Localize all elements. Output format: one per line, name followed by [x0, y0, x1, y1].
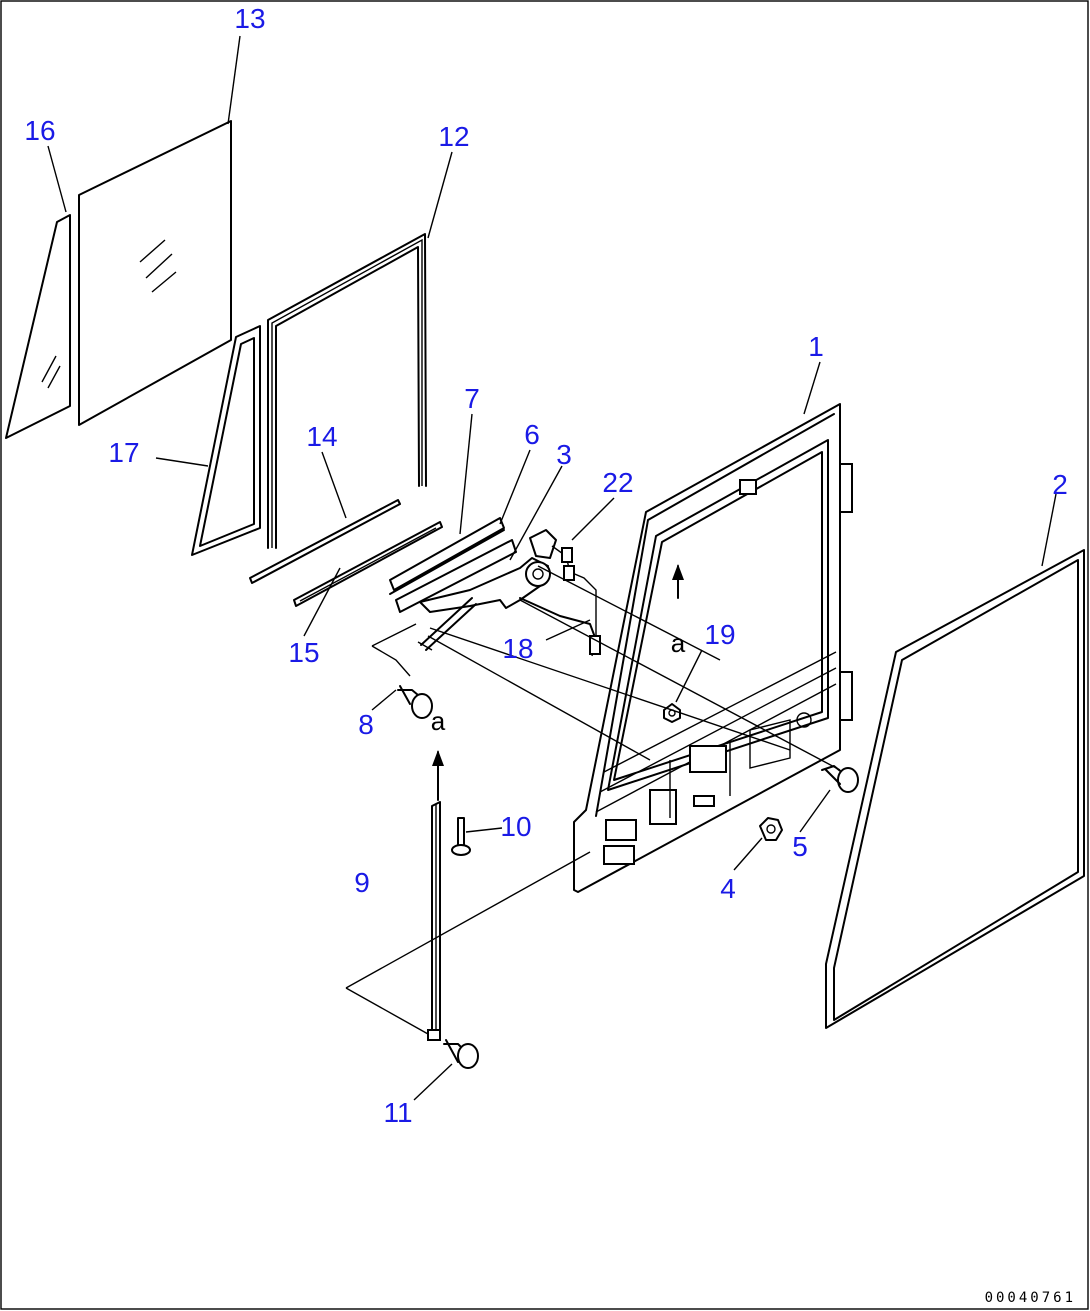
- part-13-glass-panel: [78, 120, 232, 426]
- callout-12: 12: [438, 121, 469, 152]
- assembly-lines: [345, 565, 841, 1035]
- part-18-wire: [519, 597, 601, 655]
- part-5-bolt: [821, 765, 859, 793]
- callout-11: 11: [383, 1097, 412, 1128]
- part-10-screw: [451, 817, 471, 856]
- callout-14: 14: [306, 421, 337, 452]
- leader-lines: [47, 35, 1057, 1101]
- part-8-bolt: [397, 685, 433, 719]
- part-12-channel-rubber: [267, 233, 427, 549]
- callout-1: 1: [808, 331, 824, 362]
- callout-17: 17: [108, 437, 139, 468]
- callout-8: 8: [358, 709, 374, 740]
- part-3-regulator: [417, 529, 557, 651]
- part-7-guide-rail: [389, 517, 505, 595]
- part-4-nut: [759, 817, 783, 841]
- callout-5: 5: [792, 831, 808, 862]
- callout-13: 13: [234, 3, 265, 34]
- part-6-guide-rail: [395, 539, 517, 613]
- callout-18: 18: [502, 633, 533, 664]
- callout-9: 9: [354, 867, 370, 898]
- mark-a-left: a: [431, 706, 446, 736]
- mark-a-right: a: [671, 628, 686, 658]
- part-14-rubber-strip: [249, 499, 401, 584]
- drawing-code: 00040761: [985, 1290, 1076, 1306]
- callout-19: 19: [704, 619, 735, 650]
- callout-2: 2: [1052, 469, 1068, 500]
- part-17-triangle-seal: [191, 325, 261, 556]
- callout-6: 6: [524, 419, 540, 450]
- callout-7: 7: [464, 383, 480, 414]
- arrow-a-right: [672, 564, 684, 599]
- callout-16: 16: [24, 115, 55, 146]
- part-16-triangle-glass: [5, 214, 71, 439]
- part-19-nut: [663, 703, 681, 723]
- arrow-a-left: [432, 750, 444, 801]
- part-11-bolt: [443, 1039, 479, 1069]
- part-9-vertical-channel: [427, 801, 441, 1041]
- part-2-door-seal: [825, 549, 1085, 1029]
- part-15-rubber-strip: [293, 521, 443, 607]
- callout-22: 22: [602, 467, 633, 498]
- callout-15: 15: [288, 637, 319, 668]
- callout-4: 4: [720, 873, 736, 904]
- callout-3: 3: [556, 439, 572, 470]
- callout-10: 10: [500, 811, 531, 842]
